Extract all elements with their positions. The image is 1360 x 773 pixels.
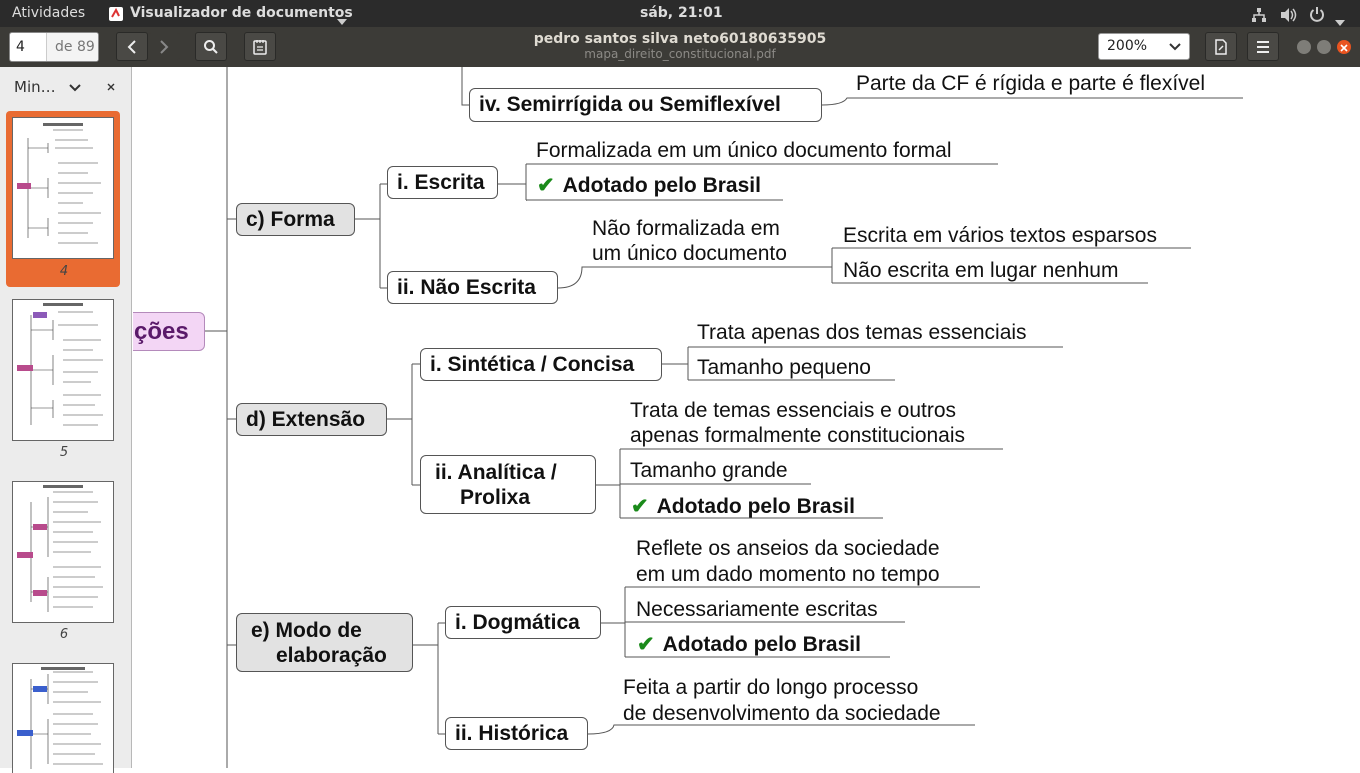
node-escrita[interactable]: i. Escrita <box>387 166 498 199</box>
bracket <box>526 167 527 201</box>
node-historica[interactable]: ii. Histórica <box>445 717 588 750</box>
previous-page-button[interactable] <box>116 32 148 61</box>
leaf-escrita-brasil: ✔ Adotado pelo Brasil <box>537 173 761 198</box>
thumbnail-page-5[interactable] <box>12 299 114 441</box>
check-icon: ✔ <box>537 174 555 197</box>
zoom-select[interactable]: 200% <box>1098 33 1190 60</box>
next-page-button[interactable] <box>148 32 180 61</box>
document-viewer-icon <box>108 5 124 21</box>
node-modo-elaboracao[interactable]: e) Modo de elaboração <box>236 613 413 672</box>
search-button[interactable] <box>195 32 227 61</box>
leaf-semirrigida: Parte da CF é rígida e parte é flexível <box>856 72 1206 95</box>
leaf-tamanho-pequeno: Tamanho pequeno <box>697 356 871 379</box>
document-properties-button[interactable] <box>1205 32 1237 61</box>
page-number-field[interactable]: 4 de 89 <box>9 32 99 62</box>
power-icon[interactable] <box>1309 5 1325 32</box>
annotations-button[interactable] <box>244 32 276 61</box>
minimize-button[interactable] <box>1297 40 1311 54</box>
node-modo-line1: e) Modo de <box>251 619 362 642</box>
thumbnails-sidebar: Min… 4 5 6 <box>0 67 132 773</box>
leaf-necessariamente-escritas: Necessariamente escritas <box>636 598 878 621</box>
app-menu[interactable]: Visualizador de documentos <box>130 5 353 21</box>
leaf-analitica-temas-2: apenas formalmente constitucionais <box>630 424 966 447</box>
network-icon[interactable] <box>1251 6 1267 33</box>
node-nao-escrita[interactable]: ii. Não Escrita <box>387 271 558 304</box>
leaf-temas-essenciais: Trata apenas dos temas essenciais <box>697 321 1027 344</box>
node-semirrigida[interactable]: iv. Semirrígida ou Semiflexível <box>469 88 822 122</box>
activities-button[interactable]: Atividades <box>12 5 86 21</box>
node-sintetica[interactable]: i. Sintética / Concisa <box>420 348 662 381</box>
hamburger-menu-button[interactable] <box>1247 32 1279 61</box>
root-node[interactable]: ções <box>133 312 205 351</box>
leaf-text: Adotado pelo Brasil <box>562 174 761 197</box>
node-dogmatica[interactable]: i. Dogmática <box>445 606 601 639</box>
thumbnail-page-7[interactable] <box>12 663 114 773</box>
leaf-text: Adotado pelo Brasil <box>662 633 861 656</box>
window-subtitle: mapa_direito_constitucional.pdf <box>584 47 776 61</box>
node-extensao[interactable]: d) Extensão <box>236 403 387 436</box>
leaf-nao-escrita-mid2: um único documento <box>592 242 787 265</box>
maximize-button[interactable] <box>1317 40 1331 54</box>
sidebar-mode-label[interactable]: Min… <box>14 78 56 96</box>
check-icon: ✔ <box>631 495 649 518</box>
leaf-analitica-brasil: ✔ Adotado pelo Brasil <box>631 494 855 519</box>
node-analitica-line2: Prolixa <box>460 486 531 509</box>
page-total-label: de 89 <box>46 33 98 61</box>
node-analitica[interactable]: ii. Analítica / Prolixa <box>420 455 596 514</box>
window-title: pedro santos silva neto60180635905 <box>533 31 827 47</box>
leaf-analitica-temas-1: Trata de temas essenciais e outros <box>630 399 957 422</box>
zoom-value: 200% <box>1107 38 1148 54</box>
close-window-button[interactable] <box>1337 40 1351 54</box>
system-menu-chevron-icon[interactable] <box>1335 10 1345 37</box>
node-analitica-line1: ii. Analítica / <box>435 461 557 484</box>
node-modo-line2: elaboração <box>276 644 387 667</box>
node-forma[interactable]: c) Forma <box>236 203 355 236</box>
leaf-nao-escrita-mid1: Não formalizada em <box>592 217 780 240</box>
leaf-escrita-formal: Formalizada em um único documento formal <box>536 139 952 162</box>
document-view[interactable]: ções iv. Semirrígida ou Semiflexível Par… <box>133 67 1360 768</box>
zoom-chevron-icon <box>1169 43 1181 51</box>
close-sidebar-icon[interactable] <box>106 82 116 92</box>
mindmap-connectors <box>205 67 1243 768</box>
leaf-historica-1: Feita a partir do longo processo <box>623 676 919 699</box>
leaf-esparsos: Escrita em vários textos esparsos <box>843 224 1157 247</box>
leaf-historica-2: de desenvolvimento da sociedade <box>623 702 941 725</box>
top-bar: Atividades Visualizador de documentos sá… <box>0 0 1360 27</box>
volume-icon[interactable] <box>1280 6 1298 33</box>
chevron-down-icon[interactable] <box>337 9 347 25</box>
header-bar: 4 de 89 pedro santos silva neto601806359… <box>0 27 1360 67</box>
leaf-lugar-nenhum: Não escrita em lugar nenhum <box>843 259 1119 282</box>
thumbnail-page-4[interactable] <box>12 117 114 259</box>
thumbnail-label: 5 <box>59 445 69 460</box>
leaf-dogmatica-anseios-2: em um dado momento no tempo <box>636 563 940 586</box>
thumbnail-page-6[interactable] <box>12 481 114 623</box>
leaf-text: Adotado pelo Brasil <box>656 495 855 518</box>
leaf-dogmatica-brasil: ✔ Adotado pelo Brasil <box>637 632 861 657</box>
page-number-input[interactable]: 4 <box>16 39 25 55</box>
sidebar-mode-chevron-icon[interactable] <box>69 84 81 92</box>
leaf-dogmatica-anseios-1: Reflete os anseios da sociedade <box>636 537 940 560</box>
thumbnail-label: 4 <box>59 264 69 279</box>
sidebar-header: Min… <box>0 67 131 107</box>
check-icon: ✔ <box>637 633 655 656</box>
thumbnail-label: 6 <box>59 627 69 642</box>
leaf-tamanho-grande: Tamanho grande <box>630 459 788 482</box>
clock[interactable]: sáb, 21:01 <box>640 5 723 21</box>
